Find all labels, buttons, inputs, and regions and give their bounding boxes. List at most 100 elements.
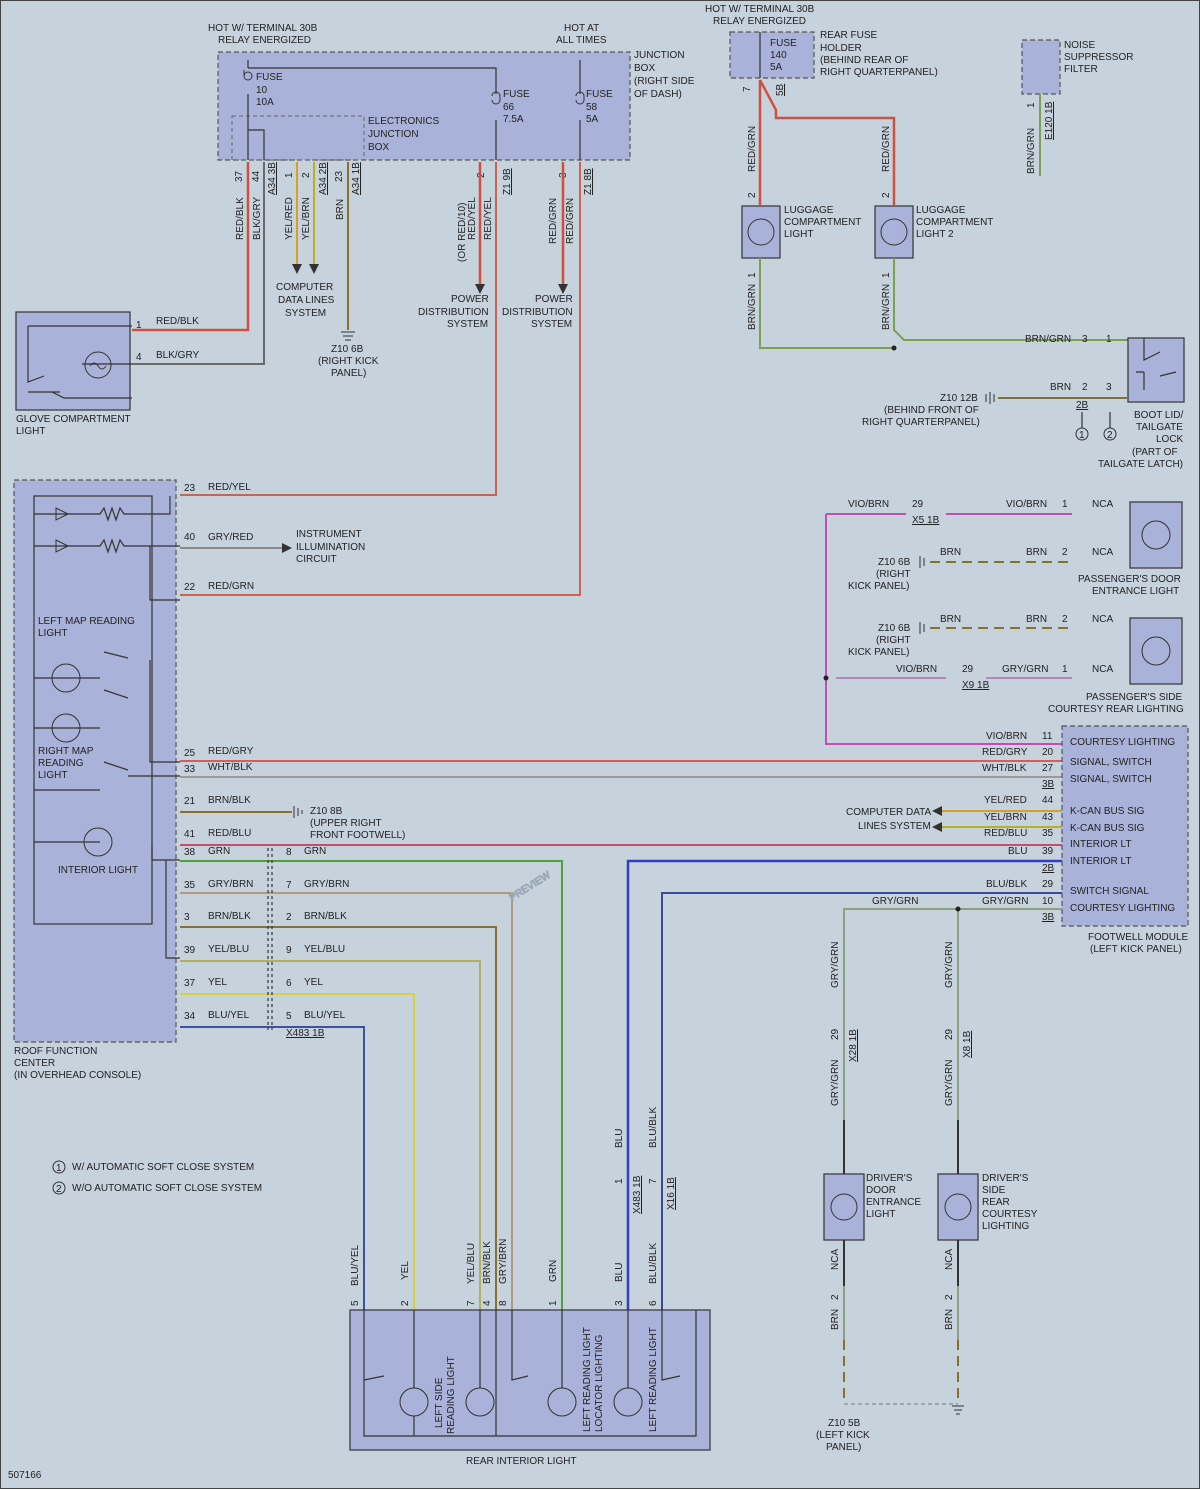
z10-6b-c: PANEL) [331, 368, 366, 379]
fuse66-label: FUSE [503, 89, 530, 100]
dl-c3: GRY/GRN [830, 1060, 841, 1107]
z10-5b-2: (LEFT KICK [816, 1430, 870, 1441]
r-c3: BRN/BLK [208, 911, 251, 922]
ns-c: BRN/GRN [1026, 128, 1037, 174]
x-p9: 9 [286, 945, 292, 956]
r-c37: YEL [208, 977, 227, 988]
passenger-side-rear-led [1141, 636, 1171, 666]
x-c5: BLU/YEL [304, 1010, 346, 1021]
ddel-4: LIGHT [866, 1209, 895, 1220]
tailgate-switch [1136, 338, 1177, 390]
rmr-3: LIGHT [38, 770, 67, 781]
fw-p44: 44 [1042, 795, 1054, 806]
ns-e120: E120 1B [1044, 101, 1055, 140]
r-p39: 39 [184, 945, 196, 956]
fw-3b: 3B [1042, 779, 1055, 790]
fuse10-amp: 10A [256, 97, 274, 108]
fw-l20: SIGNAL, SWITCH [1070, 757, 1152, 768]
dl-nca4: NCA [944, 1249, 955, 1270]
dl-p29a: 29 [830, 1028, 841, 1040]
x483-1b: X483 1B [286, 1028, 325, 1039]
junction-internal-bus [247, 60, 581, 160]
ejb-label-2: JUNCTION [368, 129, 419, 140]
pd-p29: 29 [912, 499, 924, 510]
dl-c1: GRY/GRN [830, 942, 841, 989]
r-p23: 23 [184, 483, 196, 494]
glove-pin1: 1 [136, 320, 142, 331]
pd-rk1: (RIGHT [876, 569, 910, 580]
lug1-p2: 2 [747, 192, 758, 198]
jb-title-4: OF DASH) [634, 89, 682, 100]
arrow-cdls-1 [932, 806, 942, 816]
rl-c-yel: YEL [400, 1261, 411, 1280]
pd-nca1: NCA [1092, 499, 1113, 510]
tl-note1: 1 [1079, 430, 1085, 441]
pd-rk2: KICK PANEL) [848, 581, 910, 592]
rl-c-brnblk: BRN/BLK [482, 1241, 493, 1284]
z10-12b: Z10 12B [940, 393, 978, 404]
lug2-t3: LIGHT 2 [916, 229, 954, 240]
r-c38: GRN [208, 846, 230, 857]
roof-function-center [13, 479, 177, 1043]
fuse10-num: 10 [256, 85, 268, 96]
arrow-instrument [282, 543, 292, 553]
driver-side-rear-led [944, 1193, 972, 1221]
fw-c39: BLU [1008, 846, 1027, 857]
dl-p2a: 2 [830, 1294, 841, 1300]
fw-p20: 20 [1042, 747, 1054, 758]
pin-37: 37 [234, 170, 245, 182]
wire-red-grn-22 [180, 162, 581, 596]
wire-blu-yel [180, 1026, 365, 1310]
tl-t1: BOOT LID/ [1134, 410, 1183, 421]
fuse58-num: 58 [586, 102, 598, 113]
ps-c2: GRY/GRN [1002, 664, 1049, 675]
pd-brn2: BRN [1026, 547, 1047, 558]
iic-2: ILLUMINATION [296, 542, 365, 553]
r-c41: RED/BLU [208, 828, 251, 839]
fw-l27: SIGNAL, SWITCH [1070, 774, 1152, 785]
ns-2: SUPPRESSOR [1064, 52, 1133, 63]
lug2-c2: BRN/GRN [881, 284, 892, 330]
dl-brn2: BRN [944, 1309, 955, 1330]
pds2-3: SYSTEM [531, 319, 572, 330]
rl-p7-up: 7 [648, 1178, 659, 1184]
ps-brn2: BRN [1026, 614, 1047, 625]
ps-x9: X9 1B [962, 680, 990, 691]
glove-c2: BLK/GRY [156, 350, 199, 361]
rl-p1: 1 [548, 1300, 559, 1306]
pds1-1: POWER [451, 294, 489, 305]
fw-c35: RED/BLU [984, 828, 1027, 839]
fuse66-symbol [491, 91, 501, 105]
pin-44: 44 [251, 170, 262, 182]
luggage-light-2-bulb [880, 218, 908, 246]
x-c6: YEL [304, 977, 323, 988]
rl-p1-up: 1 [614, 1178, 625, 1184]
pin-1: 1 [284, 172, 295, 178]
passenger-door-light-box [1129, 501, 1183, 569]
fuse10-label: FUSE [256, 72, 283, 83]
tl-2b: 2B [1076, 400, 1089, 411]
arrow-power-2 [558, 284, 568, 294]
right-map-bulb [51, 713, 81, 743]
conn-a34-1b: A34 1B [351, 162, 362, 195]
arrow-power-1 [475, 284, 485, 294]
lmr-2: LIGHT [38, 628, 67, 639]
x-c7: GRY/BRN [304, 879, 349, 890]
rf-pin7: 7 [742, 86, 753, 92]
dl-brn1: BRN [830, 1309, 841, 1330]
x-p2: 2 [286, 912, 292, 923]
rl-c-bluyel: BLU/YEL [350, 1244, 361, 1286]
x-p7: 7 [286, 880, 292, 891]
ps-p2: 2 [1062, 614, 1068, 625]
wire-blu-39 [626, 859, 1062, 1310]
rear-light-internal [363, 1310, 697, 1437]
glove-c1: RED/BLK [156, 316, 199, 327]
driver-ground-wires [843, 1340, 959, 1400]
rear-interior-title: REAR INTERIOR LIGHT [466, 1456, 577, 1467]
cdls-3: SYSTEM [285, 308, 326, 319]
splice-gry-grn [955, 906, 961, 912]
rf-hot-2: RELAY ENERGIZED [713, 16, 806, 27]
r-p40: 40 [184, 532, 196, 543]
interior-light-bulb [83, 827, 113, 857]
fw-l11: COURTESY LIGHTING [1070, 737, 1175, 748]
